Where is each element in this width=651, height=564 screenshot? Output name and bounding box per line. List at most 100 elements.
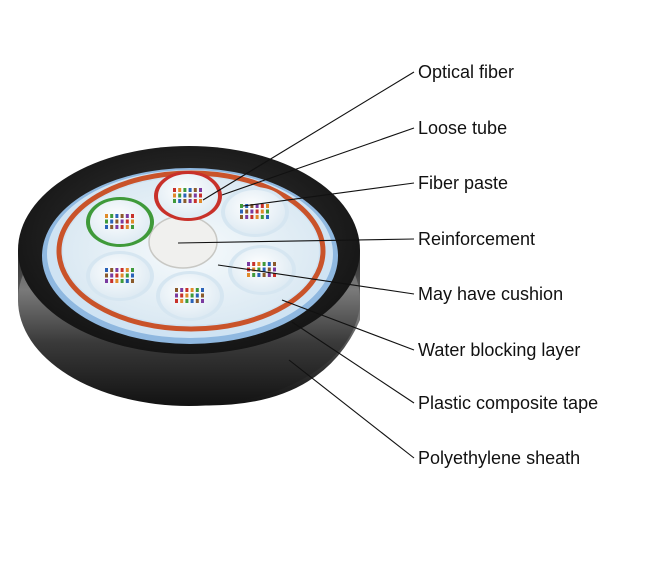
optical-fiber: [178, 199, 182, 203]
optical-fiber: [125, 225, 129, 229]
optical-fiber: [185, 293, 189, 298]
optical-fiber: [260, 215, 264, 219]
optical-fiber: [120, 279, 124, 283]
optical-fiber: [178, 188, 182, 192]
optical-fiber: [267, 262, 271, 266]
optical-fiber: [247, 273, 250, 277]
optical-fiber: [125, 268, 129, 272]
optical-fiber: [250, 209, 254, 214]
optical-fiber: [266, 209, 269, 214]
loose-tube: [221, 187, 289, 237]
optical-fiber: [190, 293, 194, 298]
optical-fiber: [115, 268, 119, 272]
loose-tubes-group: [86, 171, 296, 321]
optical-fiber: [185, 299, 189, 303]
optical-fiber: [125, 214, 129, 218]
optical-fiber: [201, 288, 204, 292]
optical-fiber: [188, 199, 192, 203]
optical-fiber: [260, 209, 264, 214]
optical-fiber: [193, 188, 197, 192]
loose-tube: [86, 251, 154, 301]
optical-fiber: [201, 293, 204, 298]
optical-fiber: [273, 273, 276, 277]
optical-fiber: [173, 199, 176, 203]
optical-fiber: [252, 273, 256, 277]
optical-fiber: [188, 188, 192, 192]
optical-fiber: [125, 219, 129, 224]
optical-fiber: [257, 262, 261, 266]
optical-fiber: [240, 215, 243, 219]
optical-fiber: [131, 214, 134, 218]
optical-fiber: [267, 267, 271, 272]
leader-line: [242, 182, 415, 207]
optical-fiber: [131, 219, 134, 224]
optical-fiber: [131, 279, 134, 283]
optical-fiber: [262, 273, 266, 277]
optical-fiber: [120, 219, 124, 224]
optical-fiber: [260, 204, 264, 208]
optical-fiber: [173, 193, 176, 198]
leader-line: [288, 359, 415, 459]
optical-fiber: [180, 288, 184, 292]
optical-fiber: [110, 268, 114, 272]
optical-fiber: [125, 273, 129, 278]
optical-fiber: [240, 204, 243, 208]
optical-fiber: [110, 219, 114, 224]
leader-line: [221, 127, 415, 196]
optical-fiber: [131, 268, 134, 272]
optical-fiber: [183, 199, 187, 203]
optical-fiber: [245, 209, 249, 214]
leader-line: [291, 321, 415, 404]
optical-fiber: [115, 225, 119, 229]
optical-fiber: [110, 225, 114, 229]
optical-fiber: [183, 193, 187, 198]
optical-fiber: [190, 299, 194, 303]
optical-fiber: [175, 293, 178, 298]
optical-fiber: [178, 193, 182, 198]
label-plastic-composite-tape: Plastic composite tape: [418, 393, 599, 413]
optical-fiber: [188, 193, 192, 198]
optical-fiber: [185, 288, 189, 292]
optical-fiber: [252, 267, 256, 272]
optical-fiber: [255, 204, 259, 208]
optical-fiber: [240, 209, 243, 214]
optical-fiber: [199, 193, 202, 198]
optical-fiber: [266, 204, 269, 208]
optical-fiber: [110, 214, 114, 218]
optical-fiber: [105, 268, 108, 272]
optical-fiber: [257, 273, 261, 277]
optical-fiber: [255, 209, 259, 214]
optical-fiber: [262, 262, 266, 266]
optical-fiber: [267, 273, 271, 277]
optical-fiber: [125, 279, 129, 283]
optical-fiber: [201, 299, 204, 303]
optical-fiber: [252, 262, 256, 266]
optical-fiber: [120, 273, 124, 278]
optical-fiber: [250, 215, 254, 219]
optical-fiber: [115, 214, 119, 218]
loose-tube: [86, 197, 154, 247]
optical-fiber: [115, 219, 119, 224]
optical-fiber: [245, 215, 249, 219]
label-fiber-paste: Fiber paste: [418, 173, 509, 193]
optical-fiber: [193, 199, 197, 203]
optical-fiber: [120, 214, 124, 218]
optical-fiber: [193, 193, 197, 198]
optical-fiber: [247, 262, 250, 266]
optical-fiber: [262, 267, 266, 272]
loose-tube: [156, 271, 224, 321]
optical-fiber: [131, 225, 134, 229]
leader-line: [281, 299, 415, 351]
label-optical-fiber: Optical fiber: [418, 62, 515, 82]
label-water-blocking-layer: Water blocking layer: [418, 340, 581, 360]
optical-fiber: [173, 188, 176, 192]
optical-fiber: [183, 188, 187, 192]
optical-fiber: [120, 225, 124, 229]
optical-fiber: [199, 188, 202, 192]
optical-fiber: [273, 262, 276, 266]
leader-line: [217, 264, 415, 295]
optical-fiber: [250, 204, 254, 208]
loose-tube: [228, 245, 296, 295]
leader-lines: [177, 71, 415, 459]
